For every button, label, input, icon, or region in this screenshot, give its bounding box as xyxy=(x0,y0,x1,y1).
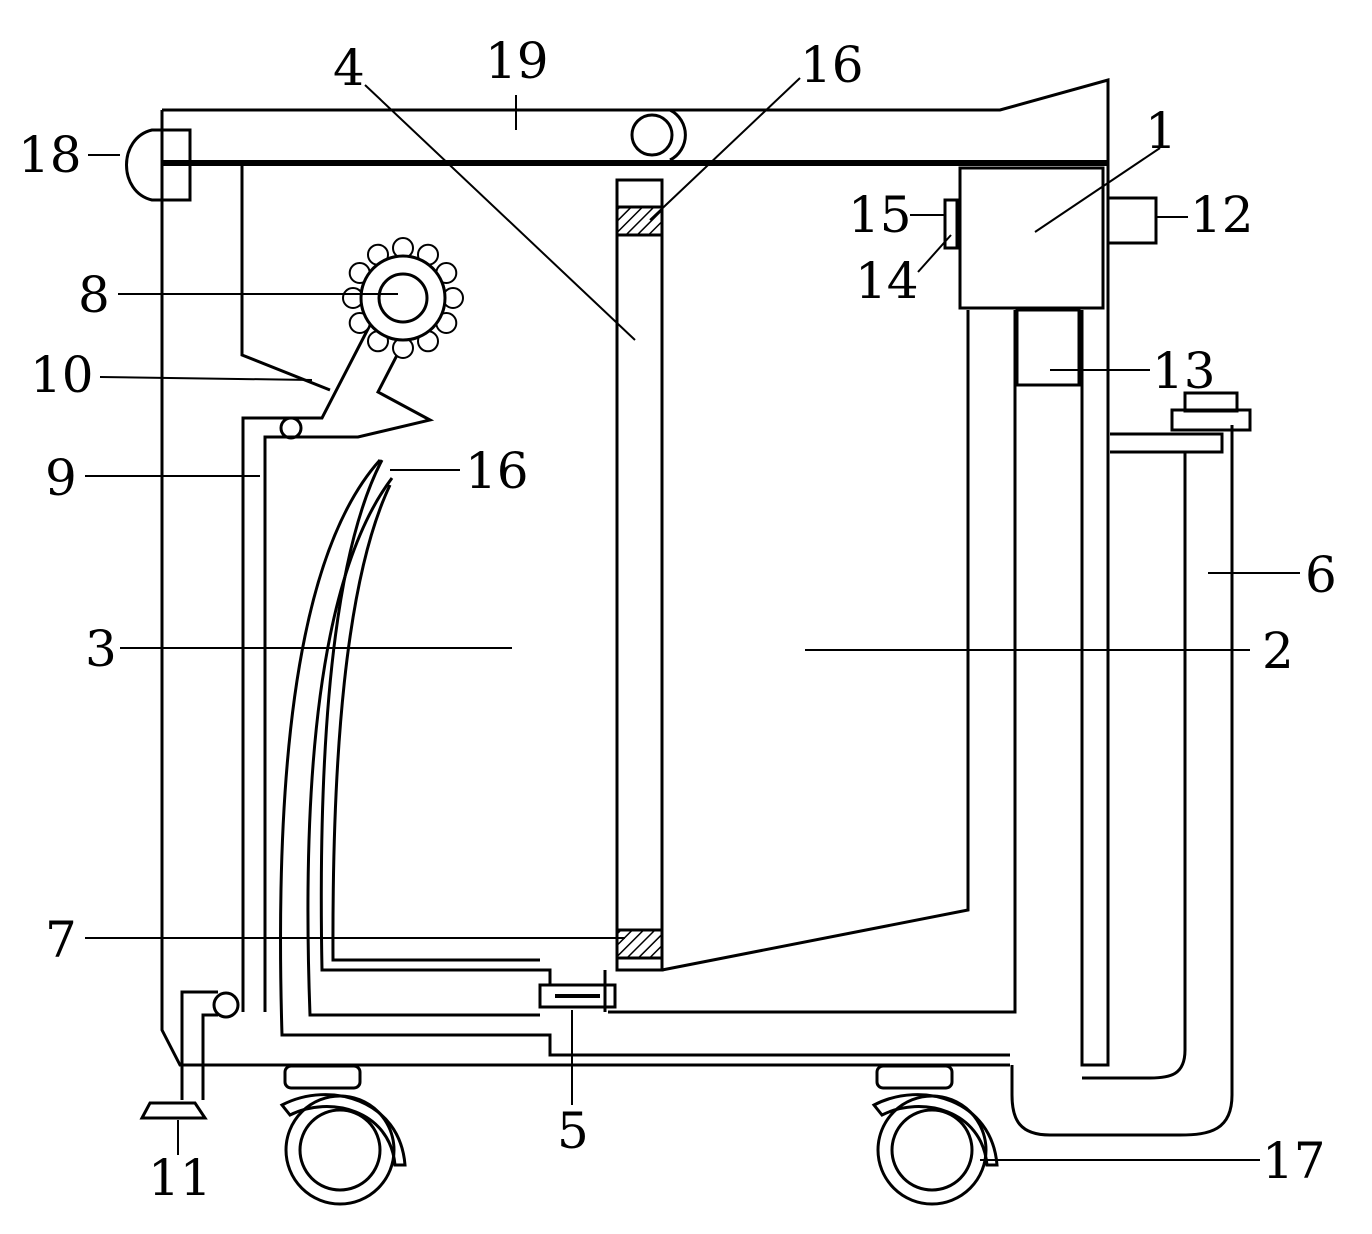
switch-14 xyxy=(943,198,959,250)
label-3: 3 xyxy=(85,620,117,678)
label-9: 9 xyxy=(45,449,77,507)
label-1: 1 xyxy=(1145,102,1177,160)
lever-rod-9 xyxy=(212,324,435,1019)
label-6: 6 xyxy=(1305,546,1337,604)
valve-5 xyxy=(538,970,617,1012)
gear-hub xyxy=(359,254,447,342)
control-box-1 xyxy=(958,166,1105,310)
label-4: 4 xyxy=(333,39,365,97)
label-11: 11 xyxy=(148,1149,212,1207)
label-15: 15 xyxy=(848,186,912,244)
latch-18 xyxy=(125,128,192,202)
label-18: 18 xyxy=(18,126,82,184)
foot-pedal-11 xyxy=(139,990,218,1120)
curved-channel-16 xyxy=(279,458,1010,1057)
hinge-pin xyxy=(630,108,687,162)
wheel-right xyxy=(871,1064,999,1206)
leader-lines xyxy=(85,77,1300,1161)
label-10: 10 xyxy=(30,346,94,404)
label-14: 14 xyxy=(855,252,919,310)
label-5: 5 xyxy=(557,1102,589,1160)
divider-column-4 xyxy=(615,178,664,972)
label-16-channel: 16 xyxy=(465,442,529,500)
seal-block-16 xyxy=(615,205,664,237)
pipe-13 xyxy=(1015,308,1081,387)
label-17: 17 xyxy=(1262,1132,1326,1190)
label-13: 13 xyxy=(1152,342,1216,400)
chamber-2-wall xyxy=(608,310,1017,1014)
label-7: 7 xyxy=(45,911,77,969)
callout-labels: 1 2 3 4 5 6 7 8 9 10 11 12 13 14 15 16 1… xyxy=(18,32,1337,1207)
label-19: 19 xyxy=(485,32,549,90)
gear-8 xyxy=(342,237,464,359)
label-12: 12 xyxy=(1190,186,1254,244)
label-16-top: 16 xyxy=(800,36,864,94)
wheel-left xyxy=(279,1064,407,1206)
top-cover xyxy=(162,78,1110,166)
guide-plate-10 xyxy=(240,163,331,392)
gear-axle xyxy=(377,272,429,324)
outlet-12 xyxy=(1106,196,1158,245)
label-8: 8 xyxy=(78,266,110,324)
u-pipe-6 xyxy=(1010,391,1252,1137)
label-2: 2 xyxy=(1262,622,1294,680)
seal-block-7 xyxy=(615,928,664,960)
cabinet-body xyxy=(160,110,1110,1067)
